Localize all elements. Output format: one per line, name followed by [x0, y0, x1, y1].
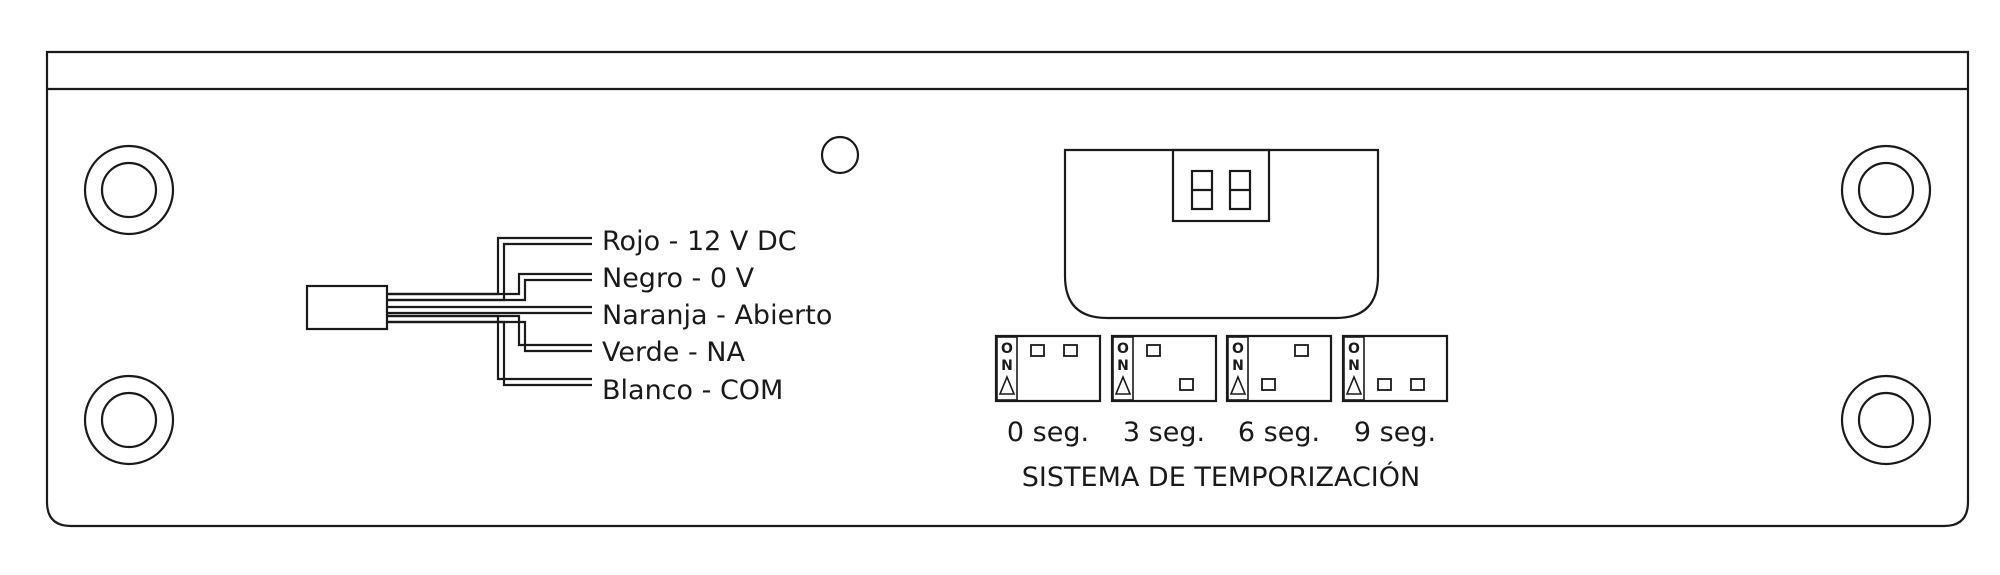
on-label-o: O	[1117, 341, 1129, 357]
mounting-holes	[83, 135, 1932, 466]
arrow-up-icon	[998, 374, 1016, 395]
on-label-panel	[1112, 336, 1134, 401]
mounting-hole-top-right	[1840, 144, 1932, 236]
indicator-hole	[820, 135, 860, 175]
dip-setting-box	[1110, 334, 1218, 403]
wire-connector	[305, 284, 389, 331]
on-label-panel	[1227, 336, 1249, 401]
timer-module-outline	[1063, 148, 1380, 320]
on-label-o: O	[1001, 341, 1013, 357]
dip-setting-box	[1225, 334, 1333, 403]
on-label-o: O	[1232, 341, 1244, 357]
switch-position-1	[1146, 344, 1161, 357]
wire-label-naranja: Naranja - Abierto	[602, 300, 832, 331]
dip-switch-2	[1228, 169, 1252, 211]
panel-outline	[45, 50, 1970, 528]
on-label-n: N	[1117, 358, 1129, 374]
switch-position-1	[1030, 344, 1045, 357]
dip-setting-label: 3 seg.	[1123, 417, 1205, 448]
switch-position-1	[1377, 378, 1392, 391]
arrow-up-icon	[1229, 374, 1247, 395]
mounting-hole-bottom-right	[1840, 374, 1932, 466]
switch-position-2	[1179, 378, 1194, 391]
wire-blanco	[387, 314, 592, 387]
mounting-hole-bottom-left	[83, 374, 175, 466]
switch-position-2	[1410, 378, 1425, 391]
wire-label-negro: Negro - 0 V	[602, 263, 755, 294]
dip-setting-2: ON 6 seg.	[1225, 334, 1333, 448]
wire-rojo	[387, 236, 592, 302]
timing-system-title: SISTEMA DE TEMPORIZACIÓN	[1022, 461, 1420, 493]
dip-switch-1	[1190, 169, 1214, 211]
wire-naranja	[387, 305, 592, 315]
timer-module	[1063, 148, 1380, 320]
arrow-up-icon	[1114, 374, 1132, 395]
dip-setting-3: ON 9 seg.	[1341, 334, 1449, 448]
switch-position-2	[1063, 344, 1078, 357]
wire-label-rojo: Rojo - 12 V DC	[602, 226, 797, 257]
dip-setting-box	[1341, 334, 1449, 403]
switch-position-2	[1294, 344, 1309, 357]
panel	[45, 50, 1970, 528]
dip-setting-label: 9 seg.	[1354, 417, 1436, 448]
dip-setting-1: ON 3 seg.	[1110, 334, 1218, 448]
on-label-panel	[996, 336, 1018, 401]
dip-settings-legend: ON0 seg.ON3 seg.ON6 seg.ON9 seg.	[994, 334, 1449, 448]
on-label-n: N	[1001, 358, 1013, 374]
dip-setting-label: 6 seg.	[1238, 417, 1320, 448]
wire-label-verde: Verde - NA	[602, 337, 745, 368]
wire-labels: Rojo - 12 V DC Negro - 0 V Naranja - Abi…	[602, 226, 832, 406]
wire-negro	[387, 272, 592, 302]
arrow-up-icon	[1345, 374, 1363, 395]
on-label-panel	[1343, 336, 1365, 401]
switch-position-1	[1261, 378, 1276, 391]
mounting-hole-top-left	[83, 144, 175, 236]
dip-switch-housing	[1171, 148, 1271, 223]
on-label-o: O	[1348, 341, 1360, 357]
wire-harness	[305, 236, 592, 387]
dip-setting-label: 0 seg.	[1007, 417, 1089, 448]
on-label-n: N	[1232, 358, 1244, 374]
on-label-n: N	[1348, 358, 1360, 374]
wire-label-blanco: Blanco - COM	[602, 375, 783, 406]
dip-setting-box	[994, 334, 1102, 403]
dip-setting-0: ON 0 seg.	[994, 334, 1102, 448]
